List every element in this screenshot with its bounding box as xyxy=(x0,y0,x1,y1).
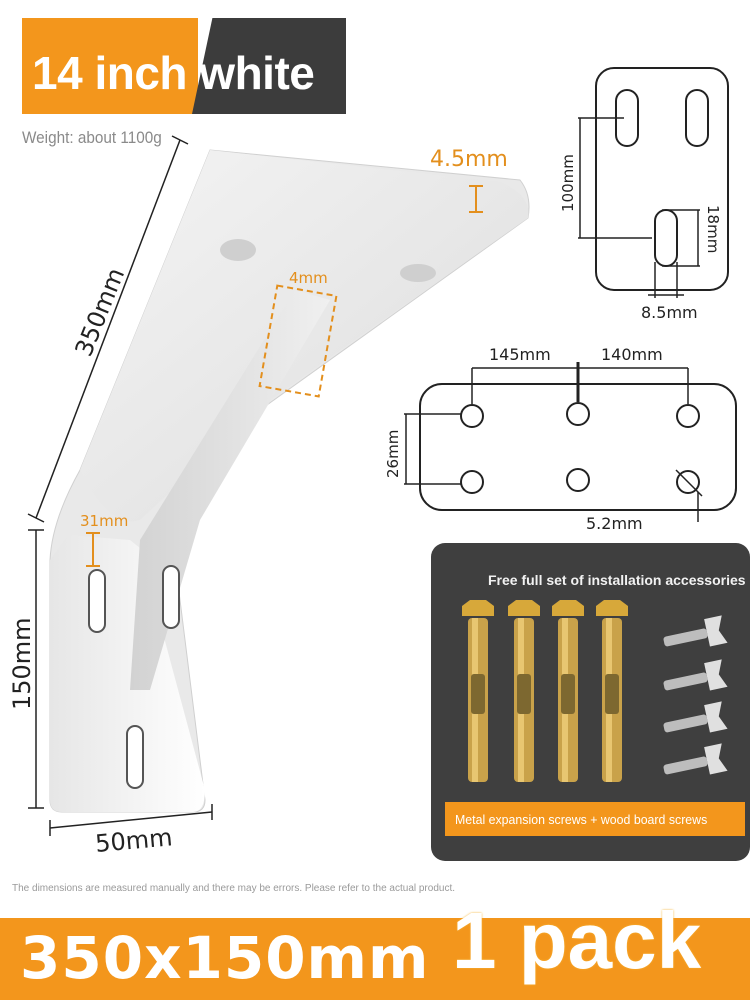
bottom-band xyxy=(0,918,750,1000)
front-spacing-right-label: 140mm xyxy=(601,345,663,364)
rib-label: 4mm xyxy=(289,269,328,287)
bracket-dimension-lines xyxy=(27,135,213,836)
accessories-panel xyxy=(431,543,750,861)
expansion-bolt-icon xyxy=(462,600,628,782)
accessories-caption: Metal expansion screws + wood board scre… xyxy=(455,812,708,827)
hole-spacing-label: 100mm xyxy=(559,154,577,212)
accessories-heading: Free full set of installation accessorie… xyxy=(488,572,746,588)
front-spacing-left-label: 145mm xyxy=(489,345,551,364)
disclaimer-text: The dimensions are measured manually and… xyxy=(12,883,456,894)
front-plate-diagram xyxy=(404,362,737,522)
long-arm-label: 350mm xyxy=(70,264,131,360)
orange-dimension-marks xyxy=(86,185,483,567)
slot-length-label: 18mm xyxy=(704,205,722,253)
row-spacing-label: 26mm xyxy=(384,430,402,478)
width-label: 50mm xyxy=(94,823,173,858)
product-title: 14 inch white xyxy=(32,47,315,99)
slot-width-label: 8.5mm xyxy=(641,303,698,322)
product-size-label: 350x150mm xyxy=(20,924,430,992)
hole-diameter-label: 5.2mm xyxy=(586,514,643,533)
wood-screw-icon xyxy=(663,615,728,775)
thickness-label: 4.5mm xyxy=(430,147,508,172)
slot-offset-label: 31mm xyxy=(80,512,128,530)
top-plate-diagram xyxy=(578,67,729,298)
short-arm-label: 150mm xyxy=(8,617,36,710)
weight-label: Weight: about 1100g xyxy=(22,128,162,147)
title-banner: 14 inch white xyxy=(22,18,346,114)
bracket-body xyxy=(49,149,530,813)
accessories-caption-bar xyxy=(445,802,745,836)
pack-quantity-label: 1 pack xyxy=(452,896,702,985)
